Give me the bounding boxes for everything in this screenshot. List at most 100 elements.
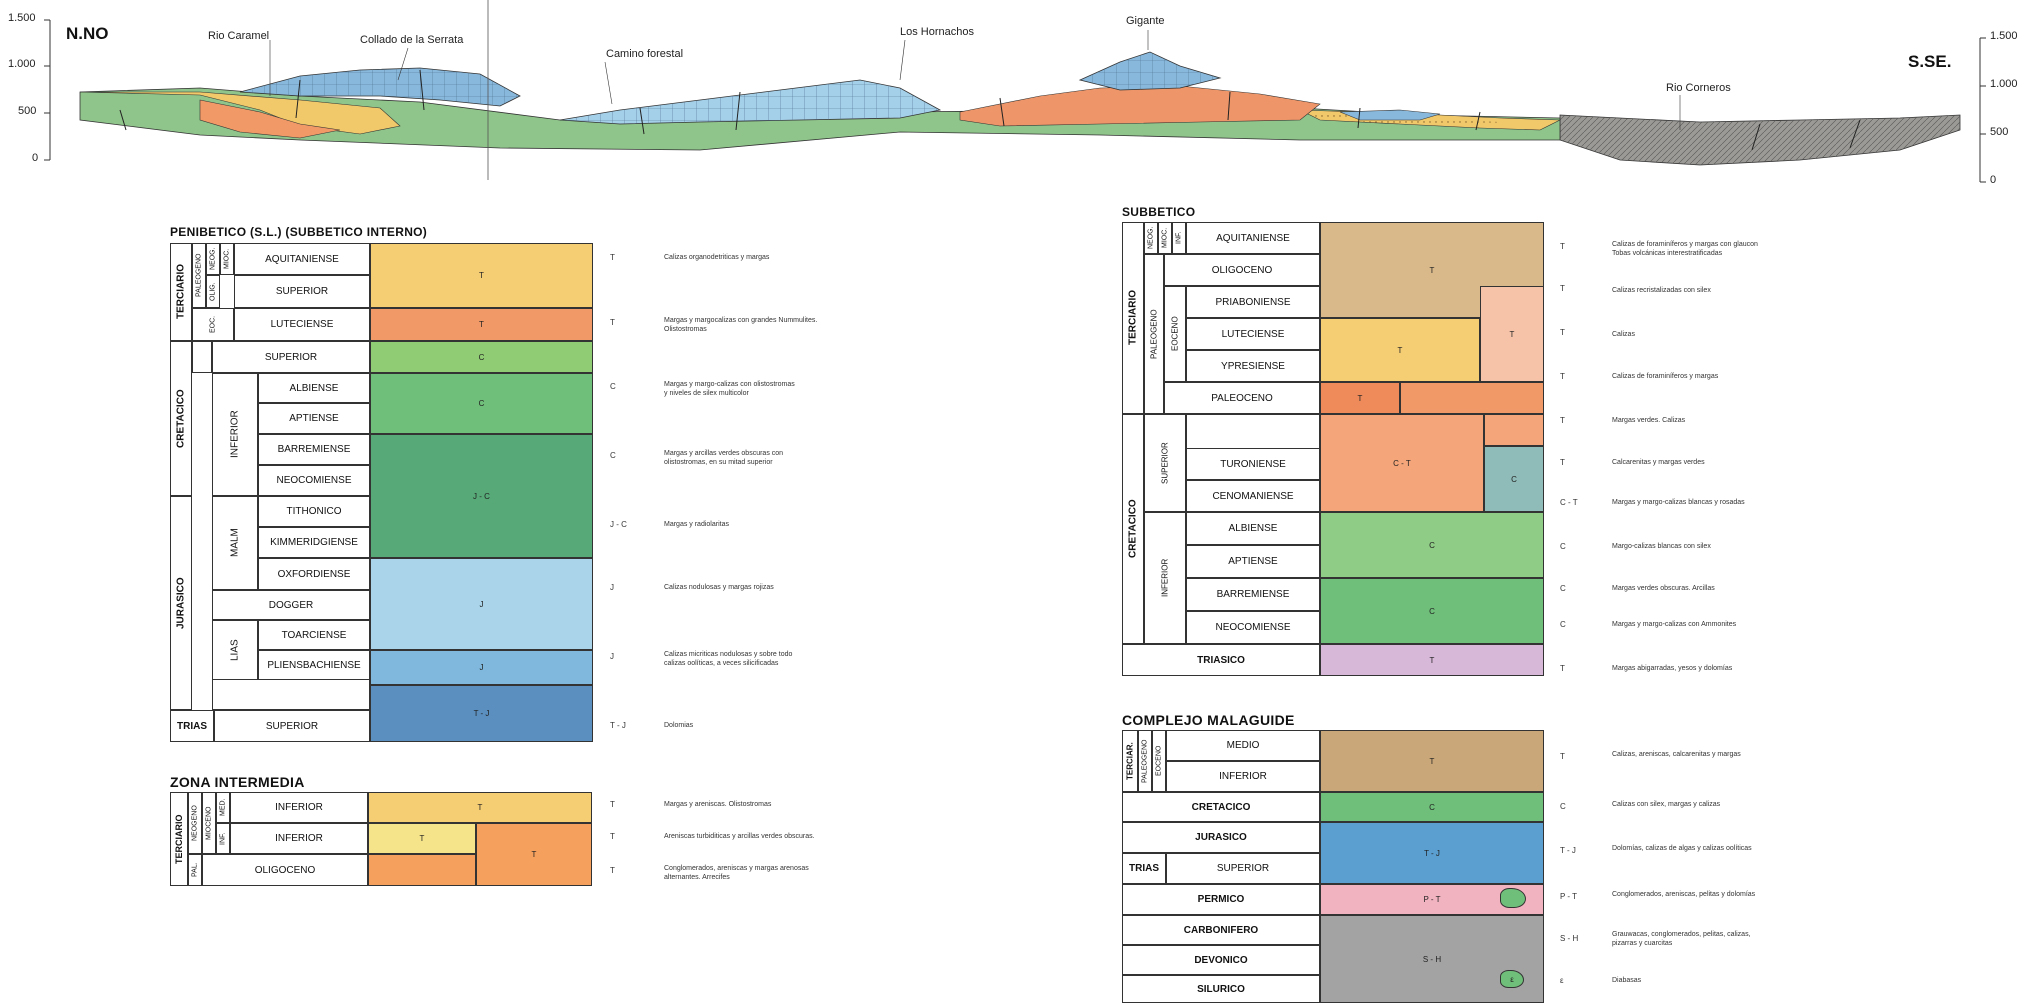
sub-lias: LIAS <box>212 620 258 680</box>
mal-terciar: TERCIAR. <box>1122 730 1138 792</box>
sub-desc-3: Calizas <box>1612 331 1635 338</box>
stage-aquitaniense: AQUITANIENSE <box>234 243 370 275</box>
int-stage-oligoceno: OLIGOCENO <box>202 854 368 886</box>
sub-unit-4: T <box>1320 382 1400 414</box>
sub-sym-8: C <box>1560 542 1566 551</box>
unit-t-aquitaniense: T <box>370 243 593 308</box>
sub-mioc: MIOC. <box>220 243 234 275</box>
unit-t-luteciense: T <box>370 308 593 341</box>
sub-sym-5: T <box>1560 416 1565 425</box>
int-pal: PAL. <box>188 854 202 886</box>
sub-stage-blank <box>1186 414 1320 448</box>
sub-unit-2: T <box>1320 318 1480 382</box>
mal-sym-4: P - T <box>1560 892 1578 901</box>
sub-superior: SUPERIOR <box>1144 414 1186 512</box>
direction-right: S.SE. <box>1908 52 1952 71</box>
sym-4: C <box>610 451 616 460</box>
unit-j-lias: J <box>370 650 593 685</box>
sub-inferior: INFERIOR <box>212 373 258 496</box>
unit-j-c: J - C <box>370 434 593 558</box>
right-tick-0: 0 <box>1990 174 1997 186</box>
right-tick-1000: 1.000 <box>1990 78 2018 90</box>
right-tick-1500: 1.500 <box>1990 30 2018 42</box>
stage-barremiense: BARREMIENSE <box>258 434 370 465</box>
int-unit-1: T <box>368 792 592 823</box>
stage-pliensbachiense: PLIENSBACHIENSE <box>258 650 370 680</box>
desc-4: Margas y arcillas verdes obscuras con ol… <box>664 450 784 466</box>
stage-neocomiense: NEOCOMIENSE <box>258 465 370 496</box>
sub-blank <box>192 341 212 373</box>
sub-stage-priaboniense: PRIABONIENSE <box>1186 286 1320 318</box>
mal-diabasa-blob-1 <box>1500 888 1526 908</box>
mal-desc-2: Calizas con silex, margas y calizas <box>1612 801 1721 808</box>
place-gigante: Gigante <box>1126 15 1165 27</box>
sub-malm: MALM <box>212 496 258 590</box>
cross-section-svg <box>44 0 1986 183</box>
int-med: MED. <box>216 792 230 823</box>
int-inf: INF. <box>216 823 230 854</box>
mal-unit-2: C <box>1320 792 1544 822</box>
sub-sym-9: C <box>1560 584 1566 593</box>
era-terciario: TERCIARIO <box>170 243 192 341</box>
sub-stage-oligoceno: OLIGOCENO <box>1164 254 1320 286</box>
mal-sym-1: T <box>1560 752 1565 761</box>
sub-mioc: MIOC. <box>1158 222 1172 254</box>
sub-paleogeno: PALEOGENO <box>192 243 206 308</box>
int-mioceno: MIOCENO <box>202 792 216 854</box>
mal-trias: TRIAS <box>1122 853 1166 884</box>
int-neogeno: NEOGENO <box>188 792 202 854</box>
place-camino-forestal: Camino forestal <box>606 48 684 60</box>
stage-superior-1: SUPERIOR <box>234 275 370 308</box>
stage-kimmeridgiense: KIMMERIDGIENSE <box>258 527 370 558</box>
sym-3: C <box>610 382 616 391</box>
int-desc-3: Conglomerados, areniscas y margas arenos… <box>664 865 809 881</box>
mal-jurasico: JURASICO <box>1122 822 1320 853</box>
desc-2: Margas y margocalizas con grandes Nummul… <box>664 317 818 333</box>
stage-tithonico: TITHONICO <box>258 496 370 527</box>
sub-unit-4b <box>1400 382 1544 414</box>
stage-dogger: DOGGER <box>212 590 370 620</box>
sym-6: J <box>610 583 614 592</box>
sub-paleogeno: PALEOGENO <box>1144 254 1164 414</box>
sub-era-terciario: TERCIARIO <box>1122 222 1144 414</box>
stage-luteciense: LUTECIENSE <box>234 308 370 341</box>
mal-eoceno: EOCENO <box>1152 730 1166 792</box>
sub-unit-3: T <box>1480 286 1544 382</box>
unit-c1: C <box>370 341 593 373</box>
sub-stage-neocomiense: NEOCOMIENSE <box>1186 611 1320 644</box>
mal-desc-4: Conglomerados, areniscas, pelitas y dolo… <box>1612 891 1756 898</box>
place-collado: Collado de la Serrata <box>360 34 464 46</box>
int-stage-inferior-2: INFERIOR <box>230 823 368 854</box>
sub-sym-11: T <box>1560 664 1565 673</box>
stage-blank <box>212 680 370 710</box>
desc-7: Calizas micriticas nodulosas y sobre tod… <box>664 651 793 667</box>
sub-sym-3: T <box>1560 328 1565 337</box>
sub-sym-10: C <box>1560 620 1566 629</box>
sub-stage-triasico: TRIASICO <box>1122 644 1320 676</box>
sub-stage-turoniense: TURONIENSE <box>1186 448 1320 480</box>
sub-stage-cenomaniense: CENOMANIENSE <box>1186 480 1320 512</box>
sub-desc-1: Calizas de foraminíferos y margas con gl… <box>1612 241 1758 257</box>
desc-5: Margas y radiolaritas <box>664 521 729 528</box>
mal-paleogeno: PALEOGENO <box>1138 730 1152 792</box>
mal-desc-6: Diabasas <box>1612 977 1642 984</box>
int-sym-2: T <box>610 832 615 841</box>
sub-desc-11: Margas abigarradas, yesos y dolomías <box>1612 665 1733 672</box>
mal-cretacico: CRETACICO <box>1122 792 1320 822</box>
mal-stage-medio: MEDIO <box>1166 730 1320 761</box>
mal-sym-3: T - J <box>1560 846 1576 855</box>
int-stage-inferior-1: INFERIOR <box>230 792 368 823</box>
sub-stage-aquitaniense: AQUITANIENSE <box>1186 222 1320 254</box>
era-cretacico: CRETACICO <box>170 341 192 496</box>
sym-8: T - J <box>610 721 626 730</box>
sub-desc-6: Calcarenitas y margas verdes <box>1612 459 1705 466</box>
int-unit-3b <box>368 854 476 886</box>
unit-c-albiense: C <box>370 373 593 434</box>
stage-toarciense: TOARCIENSE <box>258 620 370 650</box>
sub-unit-8: C <box>1320 578 1544 644</box>
int-unit-2: T <box>368 823 476 854</box>
sub-unit-5: C - T <box>1320 414 1484 512</box>
direction-left: N.NO <box>66 24 109 43</box>
mal-stage-inferior: INFERIOR <box>1166 761 1320 792</box>
right-tick-500: 500 <box>1990 126 2009 138</box>
